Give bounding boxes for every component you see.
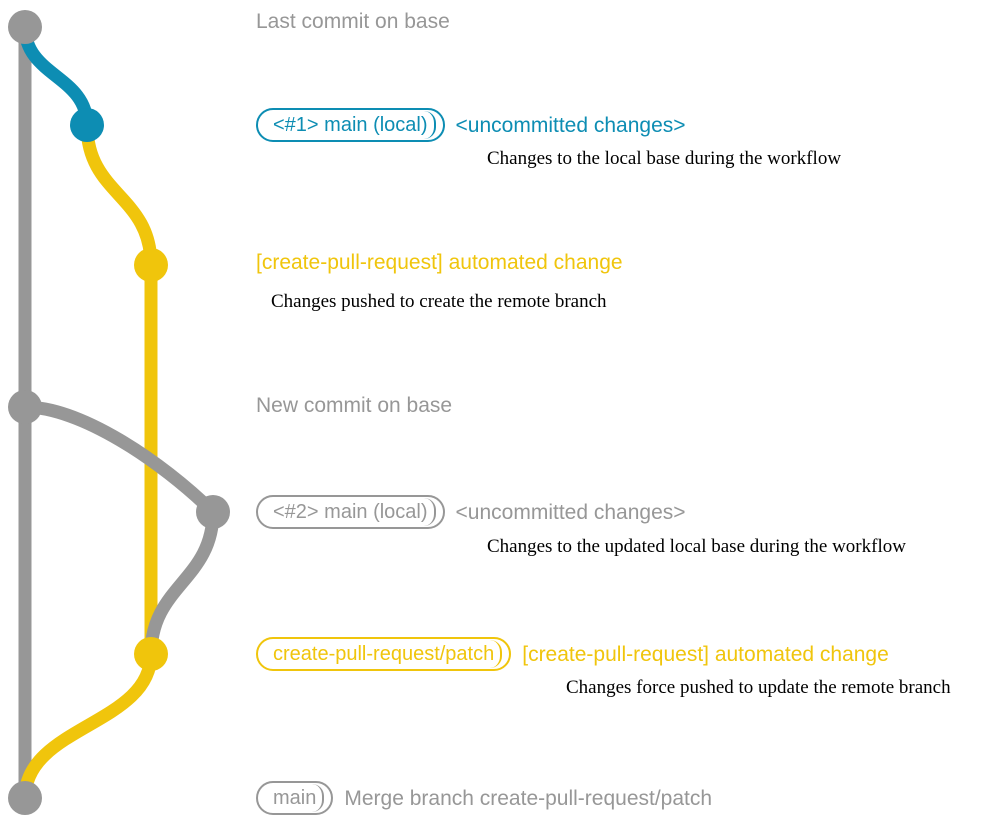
commit-note: Changes force pushed to update the remot…	[566, 677, 951, 698]
branch-pill-main-local-1[interactable]: <#1> main (local)	[256, 108, 445, 142]
commit-note: Changes pushed to create the remote bran…	[271, 291, 607, 312]
commit-row-create-pull-request-automated: [create-pull-request] automated change	[0, 252, 981, 273]
commit-subject: [create-pull-request] automated change	[522, 642, 889, 666]
commit-row-new-commit-on-base: New commit on base	[0, 395, 981, 416]
commit-subject: Last commit on base	[256, 10, 450, 33]
branch-pill-create-pull-request-patch[interactable]: create-pull-request/patch	[256, 637, 512, 671]
edge-local1-to-patch1	[80, 118, 158, 272]
branch-pill-main[interactable]: main	[256, 781, 334, 815]
commit-node-base-last[interactable]	[8, 10, 42, 44]
commit-node-local-2[interactable]	[196, 495, 230, 529]
edge-local2-to-patch2	[144, 505, 220, 661]
commit-node-patch-1[interactable]	[134, 248, 168, 282]
commit-row-create-pull-request-patch: create-pull-request/patch [create-pull-r…	[0, 637, 981, 671]
branch-pill-main-local-2[interactable]: <#2> main (local)	[256, 495, 445, 529]
edge-patch2-to-merge	[18, 647, 158, 805]
edge-basenew-to-local2	[18, 400, 220, 519]
commit-subject: Merge branch create-pull-request/patch	[344, 786, 713, 810]
commit-subject: [create-pull-request] automated change	[256, 251, 623, 274]
commit-subject: New commit on base	[256, 394, 453, 417]
commit-node-base-merge[interactable]	[8, 781, 42, 815]
commit-note: Changes to the updated local base during…	[487, 536, 906, 557]
commit-note: Changes to the local base during the wor…	[487, 148, 842, 169]
commit-subject: <uncommitted changes>	[455, 113, 686, 137]
commit-row-commit-1-main-local: <#1> main (local) <uncommitted changes>	[0, 108, 981, 142]
commit-subject: <uncommitted changes>	[455, 500, 686, 524]
commit-node-patch-2[interactable]	[134, 637, 168, 671]
branch-pill-label: create-pull-request/patch	[256, 637, 512, 671]
commit-row-last-commit-on-base: Last commit on base	[0, 11, 981, 32]
branch-pill-label: <#2> main (local)	[256, 495, 445, 529]
commit-row-merge-commit-main: main Merge branch create-pull-request/pa…	[0, 781, 981, 815]
commit-node-local-1[interactable]	[70, 108, 104, 142]
branch-pill-label: main	[256, 781, 334, 815]
commit-node-base-new[interactable]	[8, 390, 42, 424]
commit-row-commit-2-main-local: <#2> main (local) <uncommitted changes>	[0, 495, 981, 529]
branch-pill-label: <#1> main (local)	[256, 108, 445, 142]
